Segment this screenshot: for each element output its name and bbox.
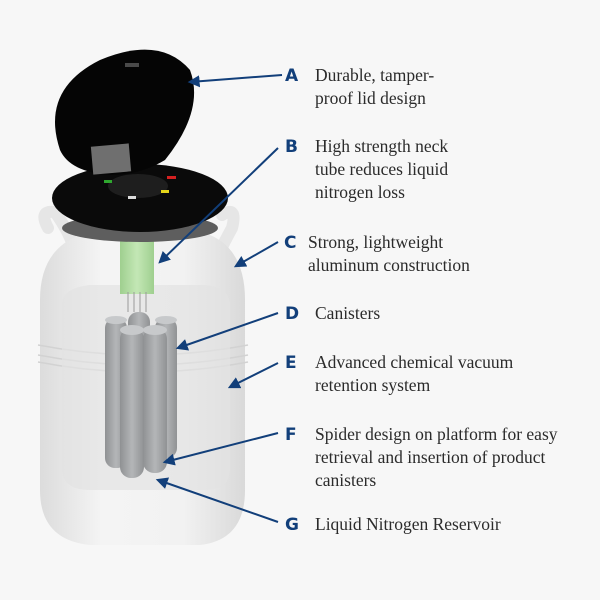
label-letter-e: E	[285, 353, 297, 373]
label-letter-d: D	[285, 304, 300, 324]
label-text-c: Strong, lightweight aluminum constructio…	[308, 232, 470, 275]
label-letter-b: B	[285, 137, 298, 157]
label-letter-g: G	[285, 515, 299, 535]
label-text-d: Canisters	[315, 303, 381, 323]
lid-platform	[52, 164, 228, 242]
label-text-e: Advanced chemical vacuum retention syste…	[315, 352, 514, 395]
label-text-g: Liquid Nitrogen Reservoir	[315, 514, 501, 534]
label-text-f: Spider design on platform for easy retri…	[315, 424, 558, 490]
label-letter-a: A	[285, 66, 299, 86]
label-text-b: High strength neck tube reduces liquid n…	[315, 136, 449, 202]
label-letter-c: C	[284, 233, 297, 253]
callout-arrows	[155, 74, 283, 523]
label-letter-f: F	[285, 425, 297, 445]
lid	[55, 49, 195, 175]
canisters	[105, 312, 177, 478]
label-text-a: Durable, tamper- proof lid design	[315, 65, 435, 108]
neck-tube	[120, 232, 154, 294]
